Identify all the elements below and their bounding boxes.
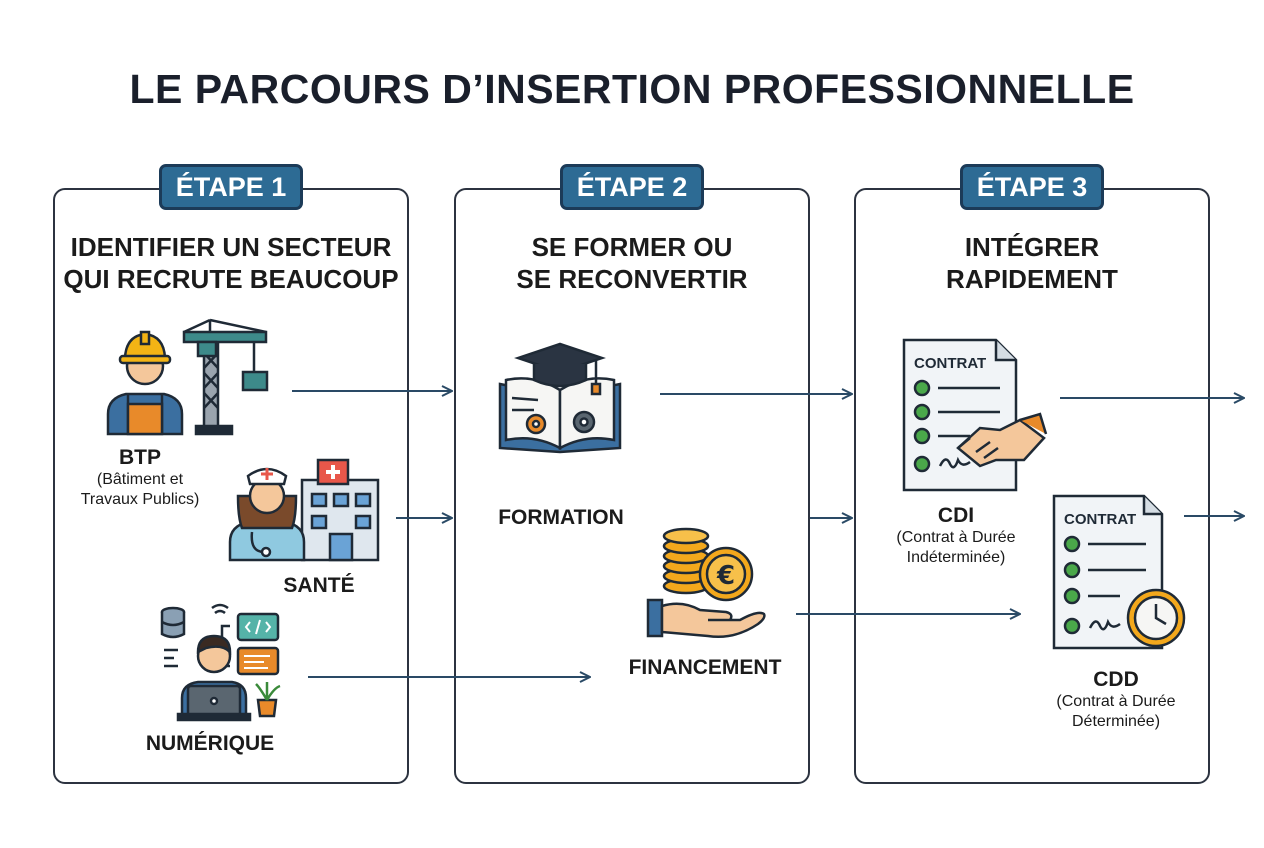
contract-handshake-icon: CONTRAT bbox=[902, 338, 1048, 492]
btp-detail-line1: (Bâtiment et bbox=[96, 471, 184, 488]
step-3-heading-line2: RAPIDEMENT bbox=[946, 264, 1118, 294]
btp-detail-line2: Travaux Publics) bbox=[80, 491, 200, 508]
btp-name: BTP bbox=[119, 446, 161, 469]
step-2-heading-line1: SE FORMER OU bbox=[531, 232, 733, 262]
step-3-badge: ÉTAPE 3 bbox=[960, 164, 1104, 210]
step-1-heading-line1: IDENTIFIER UN SECTEUR bbox=[70, 232, 392, 262]
step-3-heading-line1: INTÉGRER bbox=[964, 232, 1100, 262]
step-2-panel bbox=[454, 188, 810, 784]
step-2-heading-line2: SE RECONVERTIR bbox=[516, 264, 748, 294]
step-2-heading: SE FORMER OU SE RECONVERTIR bbox=[454, 231, 810, 295]
developer-laptop-icon bbox=[160, 603, 281, 722]
cdi-name: CDI bbox=[937, 504, 975, 527]
construction-worker-crane-icon bbox=[106, 318, 269, 436]
graduation-book-icon bbox=[498, 342, 622, 454]
step-1-heading: IDENTIFIER UN SECTEUR QUI RECRUTE BEAUCO… bbox=[53, 231, 409, 295]
formation-name: FORMATION bbox=[498, 506, 624, 529]
coins-hand-icon: € bbox=[646, 527, 766, 638]
financement-name: FINANCEMENT bbox=[628, 656, 782, 679]
page-title: LE PARCOURS D’INSERTION PROFESSIONNELLE bbox=[129, 66, 1135, 112]
numerique-name: NUMÉRIQUE bbox=[145, 732, 275, 755]
cdd-label: CDD (Contrat à Durée Déterminée) bbox=[1036, 668, 1196, 732]
btp-label: BTP (Bâtiment et Travaux Publics) bbox=[60, 446, 220, 510]
cdi-doc-label: CONTRAT bbox=[914, 355, 986, 372]
cdi-detail-line2: Indéterminée) bbox=[906, 549, 1006, 566]
cdd-doc-label: CONTRAT bbox=[1064, 511, 1136, 528]
step-1-badge: ÉTAPE 1 bbox=[159, 164, 303, 210]
step-2-badge: ÉTAPE 2 bbox=[560, 164, 704, 210]
cdi-detail-line1: (Contrat à Durée bbox=[896, 529, 1016, 546]
contract-clock-icon: CONTRAT bbox=[1052, 494, 1186, 650]
cdd-detail-line1: (Contrat à Durée bbox=[1056, 693, 1176, 710]
cdd-name: CDD bbox=[1093, 668, 1139, 691]
svg-text:€: € bbox=[716, 561, 735, 591]
step-1-heading-line2: QUI RECRUTE BEAUCOUP bbox=[63, 264, 399, 294]
cdi-label: CDI (Contrat à Durée Indéterminée) bbox=[880, 504, 1032, 568]
nurse-hospital-icon bbox=[228, 458, 380, 562]
step-3-heading: INTÉGRER RAPIDEMENT bbox=[854, 231, 1210, 295]
sante-name: SANTÉ bbox=[283, 574, 355, 597]
cdd-detail-line2: Déterminée) bbox=[1071, 713, 1161, 730]
